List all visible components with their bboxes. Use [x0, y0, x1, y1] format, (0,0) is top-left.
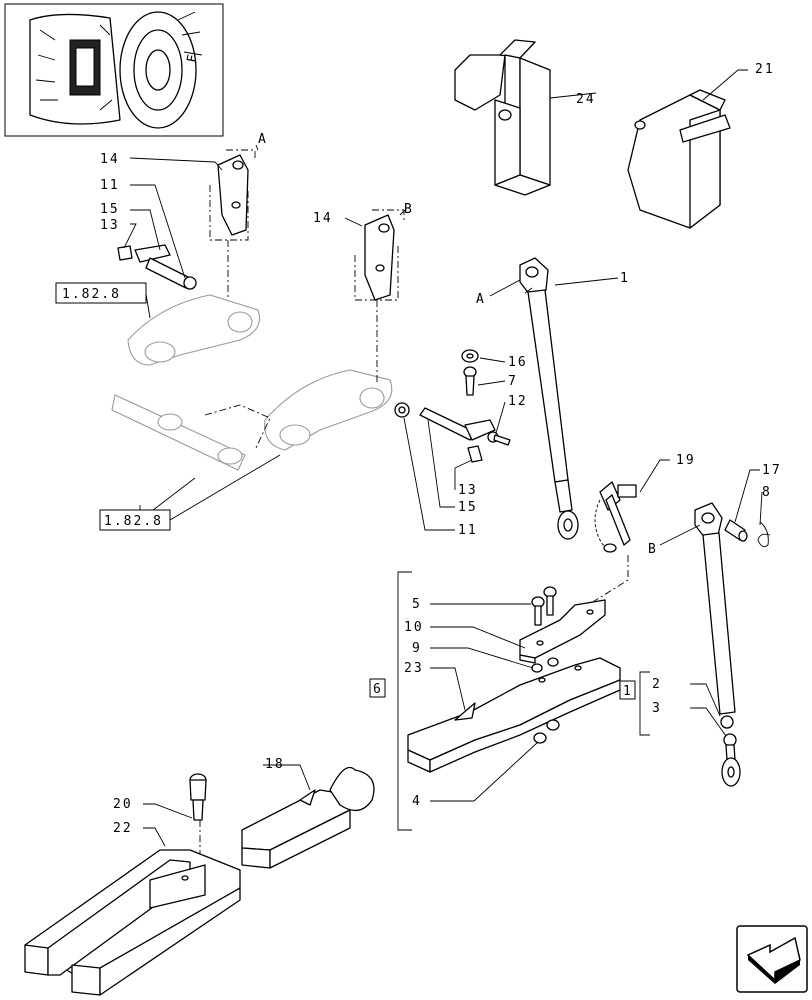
callout-19: 19 [676, 453, 696, 468]
part-14-bracket-b [354, 209, 405, 301]
part-13-screw-mid [467, 445, 483, 463]
ref-box-top[interactable]: 1.82.8 [55, 282, 147, 304]
part-14-bracket-a [209, 149, 256, 241]
part-15-pin-mid [419, 407, 496, 441]
callout-22: 22 [113, 821, 133, 836]
part-18-hook-drawbar [241, 766, 375, 869]
callout-1: 1 [620, 271, 630, 286]
callout-11-mid: 11 [458, 523, 478, 538]
callout-21: 21 [755, 62, 775, 77]
callout-23: 23 [404, 661, 424, 676]
callout-6: 6 [373, 682, 383, 697]
part-5-bolts [531, 586, 557, 626]
letter-a-mid: A [476, 292, 486, 307]
part-23-drawbar [407, 657, 621, 773]
part-17-pin [724, 519, 748, 542]
part-10-plate [519, 599, 606, 664]
callout-7: 7 [508, 374, 518, 389]
group-1-bracket [639, 671, 650, 736]
leader-lines [123, 69, 763, 847]
callout-4: 4 [412, 794, 422, 809]
callout-15-mid: 15 [458, 500, 478, 515]
callout-24: 24 [576, 92, 596, 107]
part-12-bolt [487, 431, 511, 446]
part-16-nut [461, 349, 479, 363]
part-7-bolt [463, 366, 477, 396]
callout-20: 20 [113, 797, 133, 812]
guide-lines [199, 240, 629, 860]
svg-text:F: F [185, 52, 201, 64]
callout-14-top: 14 [100, 152, 120, 167]
callout-1-box: 1 [623, 684, 633, 699]
part-19-chain-pin [594, 481, 637, 553]
callout-17: 17 [762, 463, 782, 478]
part-20-bolt [189, 773, 207, 821]
part-21-bracket [627, 89, 731, 229]
lift-arm-reference-top [127, 294, 261, 366]
part-11-washer-top [183, 276, 197, 290]
part-22-fork-bracket [24, 849, 241, 996]
letter-b-mid: B [648, 542, 658, 557]
group-1-box[interactable]: 1 [619, 680, 636, 700]
part-11-washer-mid [394, 402, 410, 418]
lift-arm-reference-bottom [264, 369, 393, 451]
callout-2: 2 [652, 677, 662, 692]
callout-8: 8 [762, 485, 772, 500]
callout-10: 10 [404, 620, 424, 635]
cross-shaft-reference [111, 394, 246, 471]
ref-box-bottom[interactable]: 1.82.8 [99, 509, 171, 531]
part-8-clip [757, 521, 771, 548]
callout-5: 5 [412, 597, 422, 612]
letter-b-top: B [404, 202, 414, 217]
letter-a-top: A [258, 132, 268, 147]
tractor-thumbnail: F [4, 3, 224, 137]
callout-3: 3 [652, 701, 662, 716]
callout-16: 16 [508, 355, 528, 370]
part-4-nuts [533, 719, 560, 744]
callout-13-top: 13 [100, 218, 120, 233]
callout-14-mid: 14 [313, 211, 333, 226]
next-page-arrow-icon[interactable] [736, 925, 808, 993]
group-6-box[interactable]: 6 [369, 678, 386, 698]
group-6-bracket [397, 571, 412, 831]
callout-9: 9 [412, 641, 422, 656]
callout-12: 12 [508, 394, 528, 409]
callout-18: 18 [265, 757, 285, 772]
ref-label-bottom: 1.82.8 [104, 514, 163, 529]
callout-15-top: 15 [100, 202, 120, 217]
callout-13-mid: 13 [458, 483, 478, 498]
part-2-lower-link [694, 502, 741, 787]
part-1-top-link [519, 257, 579, 540]
callout-labels: 14 11 15 13 14 24 21 1 16 7 12 13 15 11 … [100, 62, 782, 836]
tractor-rear-wheel-thumbnail: F [29, 11, 203, 129]
ref-label-top: 1.82.8 [62, 287, 121, 302]
part-24-bracket [454, 39, 551, 196]
part-13-screw-top [117, 245, 133, 261]
callout-11-top: 11 [100, 178, 120, 193]
part-9-washers [531, 657, 559, 673]
